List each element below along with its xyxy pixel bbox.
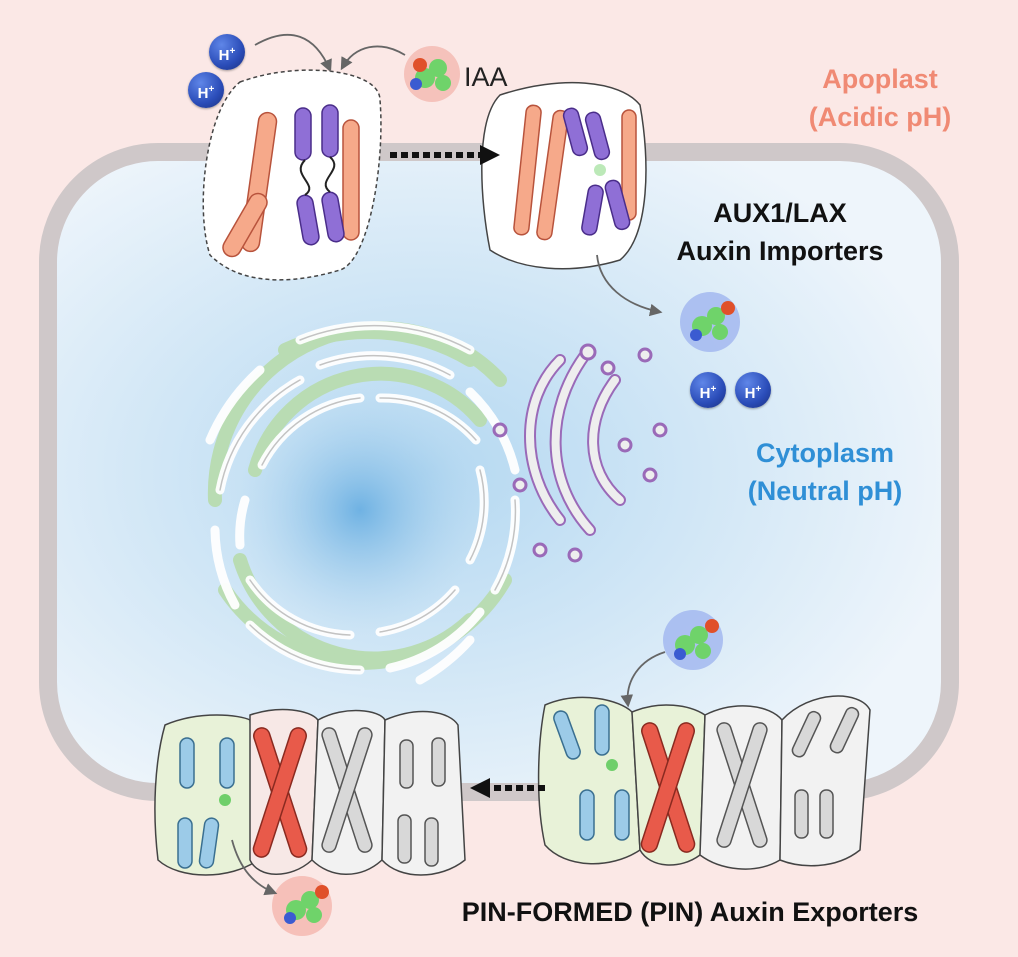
auxin-molecule-apoplast: [404, 46, 460, 102]
cytoplasm-ph: (Neutral pH): [747, 476, 903, 506]
conformation-arrows: [390, 145, 545, 798]
exporters-label: PIN-FORMED (PIN) Auxin Exporters: [461, 897, 919, 927]
export-entry-arrow: [620, 651, 666, 708]
proton-cytoplasm-1: H+: [690, 372, 726, 408]
apoplast-label: Apoplast (Acidic pH): [760, 60, 1000, 136]
iaa-arrow: [340, 45, 406, 71]
importers-title: AUX1/LAX: [713, 198, 847, 228]
auxin-molecule-cytoplasm-top: [680, 292, 740, 352]
pin-exporter-right: [537, 695, 871, 870]
nucleus: [235, 385, 485, 635]
apoplast-ph: (Acidic pH): [808, 102, 952, 132]
pin-exporter-left: [154, 708, 466, 876]
auxin-molecule-cytoplasm-bottom: [663, 610, 723, 670]
cytoplasm-label: Cytoplasm (Neutral pH): [700, 434, 950, 510]
iaa-label: IAA: [464, 62, 508, 92]
proton-arrow: [254, 33, 332, 73]
cytoplasm-title: Cytoplasm: [755, 438, 895, 468]
endoplasmic-reticulum: [205, 321, 520, 685]
aux1-importer-inward: [481, 81, 647, 270]
flow-arrows: [231, 33, 666, 896]
proton-cytoplasm-2: H+: [735, 372, 771, 408]
proton-apoplast-1: H+: [209, 34, 245, 70]
importers-subtitle: Auxin Importers: [676, 236, 884, 266]
aux1-importer-outward: [202, 69, 382, 281]
proton-apoplast-2: H+: [188, 72, 224, 108]
importers-label: AUX1/LAX Auxin Importers: [640, 194, 920, 270]
apoplast-title: Apoplast: [822, 64, 938, 94]
export-release-arrow: [231, 839, 278, 896]
auxin-molecule-exported: [272, 876, 332, 936]
import-release-arrow: [596, 254, 663, 317]
golgi-apparatus: [492, 343, 668, 563]
